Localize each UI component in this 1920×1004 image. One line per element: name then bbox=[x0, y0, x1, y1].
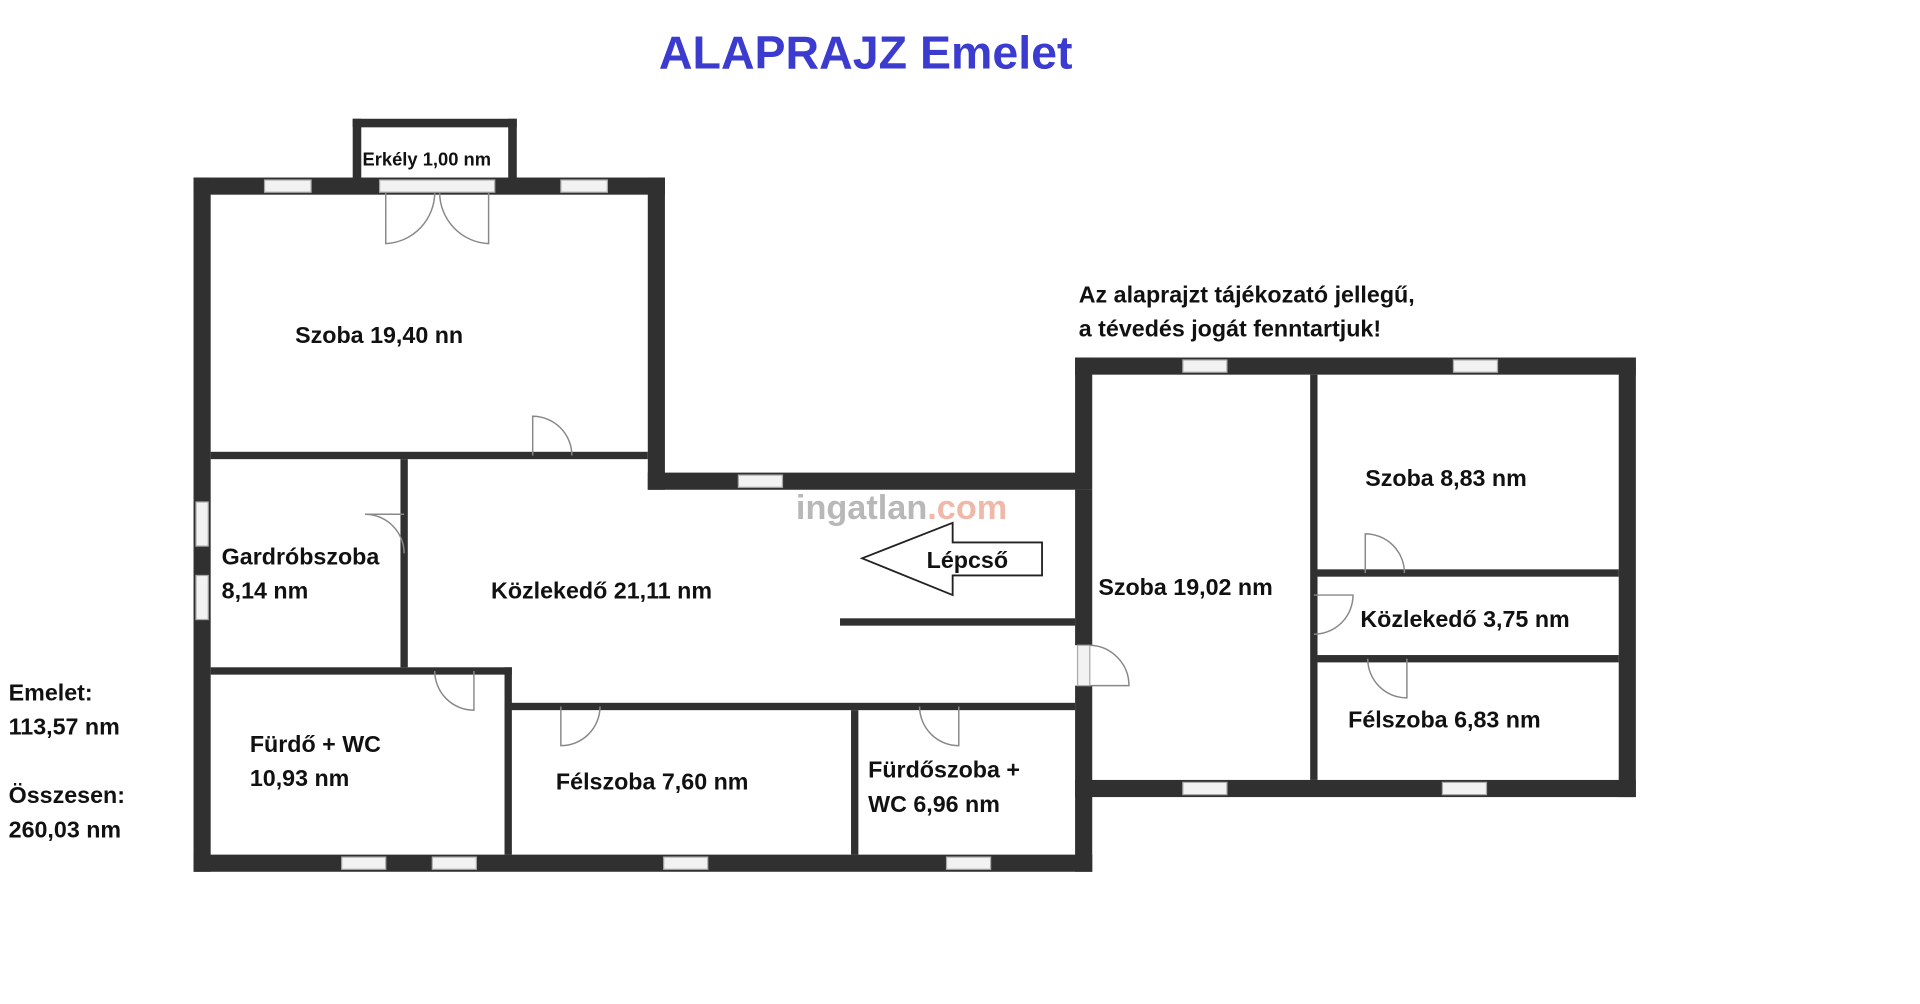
floor-area-value: 113,57 nm bbox=[9, 714, 120, 740]
room-label-szoba-19-02: Szoba 19,02 nm bbox=[1098, 574, 1272, 600]
doors bbox=[364, 192, 1408, 747]
windows bbox=[195, 179, 1499, 870]
watermark-main: ingatlan bbox=[796, 489, 927, 527]
svg-text:ingatlan.com: ingatlan.com bbox=[796, 489, 1007, 527]
room-label-furdoszoba-area: WC 6,96 nm bbox=[868, 791, 1000, 817]
room-label-gardrob-area: 8,14 nm bbox=[222, 578, 309, 604]
total-area-value: 260,03 nm bbox=[9, 816, 121, 842]
room-label-furdo-wc-area: 10,93 nm bbox=[250, 765, 350, 791]
room-label-erkely: Erkély 1,00 nm bbox=[362, 148, 491, 169]
stairs-label: Lépcső bbox=[927, 547, 1008, 573]
room-label-szoba-19-40: Szoba 19,40 nn bbox=[295, 322, 463, 348]
stairs-arrow: Lépcső bbox=[859, 521, 1043, 597]
room-label-kozlekedo-21-11: Közlekedő 21,11 nm bbox=[491, 578, 712, 604]
room-label-furdo-wc: Fürdő + WC bbox=[250, 731, 381, 757]
disclaimer-line-2: a tévedés jogát fenntartjuk! bbox=[1079, 316, 1381, 342]
room-label-felszoba-6-83: Félszoba 6,83 nm bbox=[1348, 706, 1541, 732]
room-label-szoba-8-83: Szoba 8,83 nm bbox=[1365, 465, 1527, 491]
watermark: ingatlan.com bbox=[796, 489, 1007, 527]
floor-area-label: Emelet: bbox=[9, 679, 93, 705]
page-title: ALAPRAJZ Emelet bbox=[659, 27, 1073, 79]
watermark-suffix: .com bbox=[927, 489, 1007, 527]
room-label-kozlekedo-3-75: Közlekedő 3,75 nm bbox=[1360, 606, 1569, 632]
room-label-gardrob: Gardróbszoba bbox=[222, 543, 381, 569]
total-area-label: Összesen: bbox=[9, 782, 125, 808]
disclaimer-line-1: Az alaprajzt tájékozató jellegű, bbox=[1079, 281, 1415, 307]
room-label-felszoba-7-60: Félszoba 7,60 nm bbox=[556, 769, 749, 795]
room-label-furdoszoba: Fürdőszoba + bbox=[868, 756, 1020, 782]
